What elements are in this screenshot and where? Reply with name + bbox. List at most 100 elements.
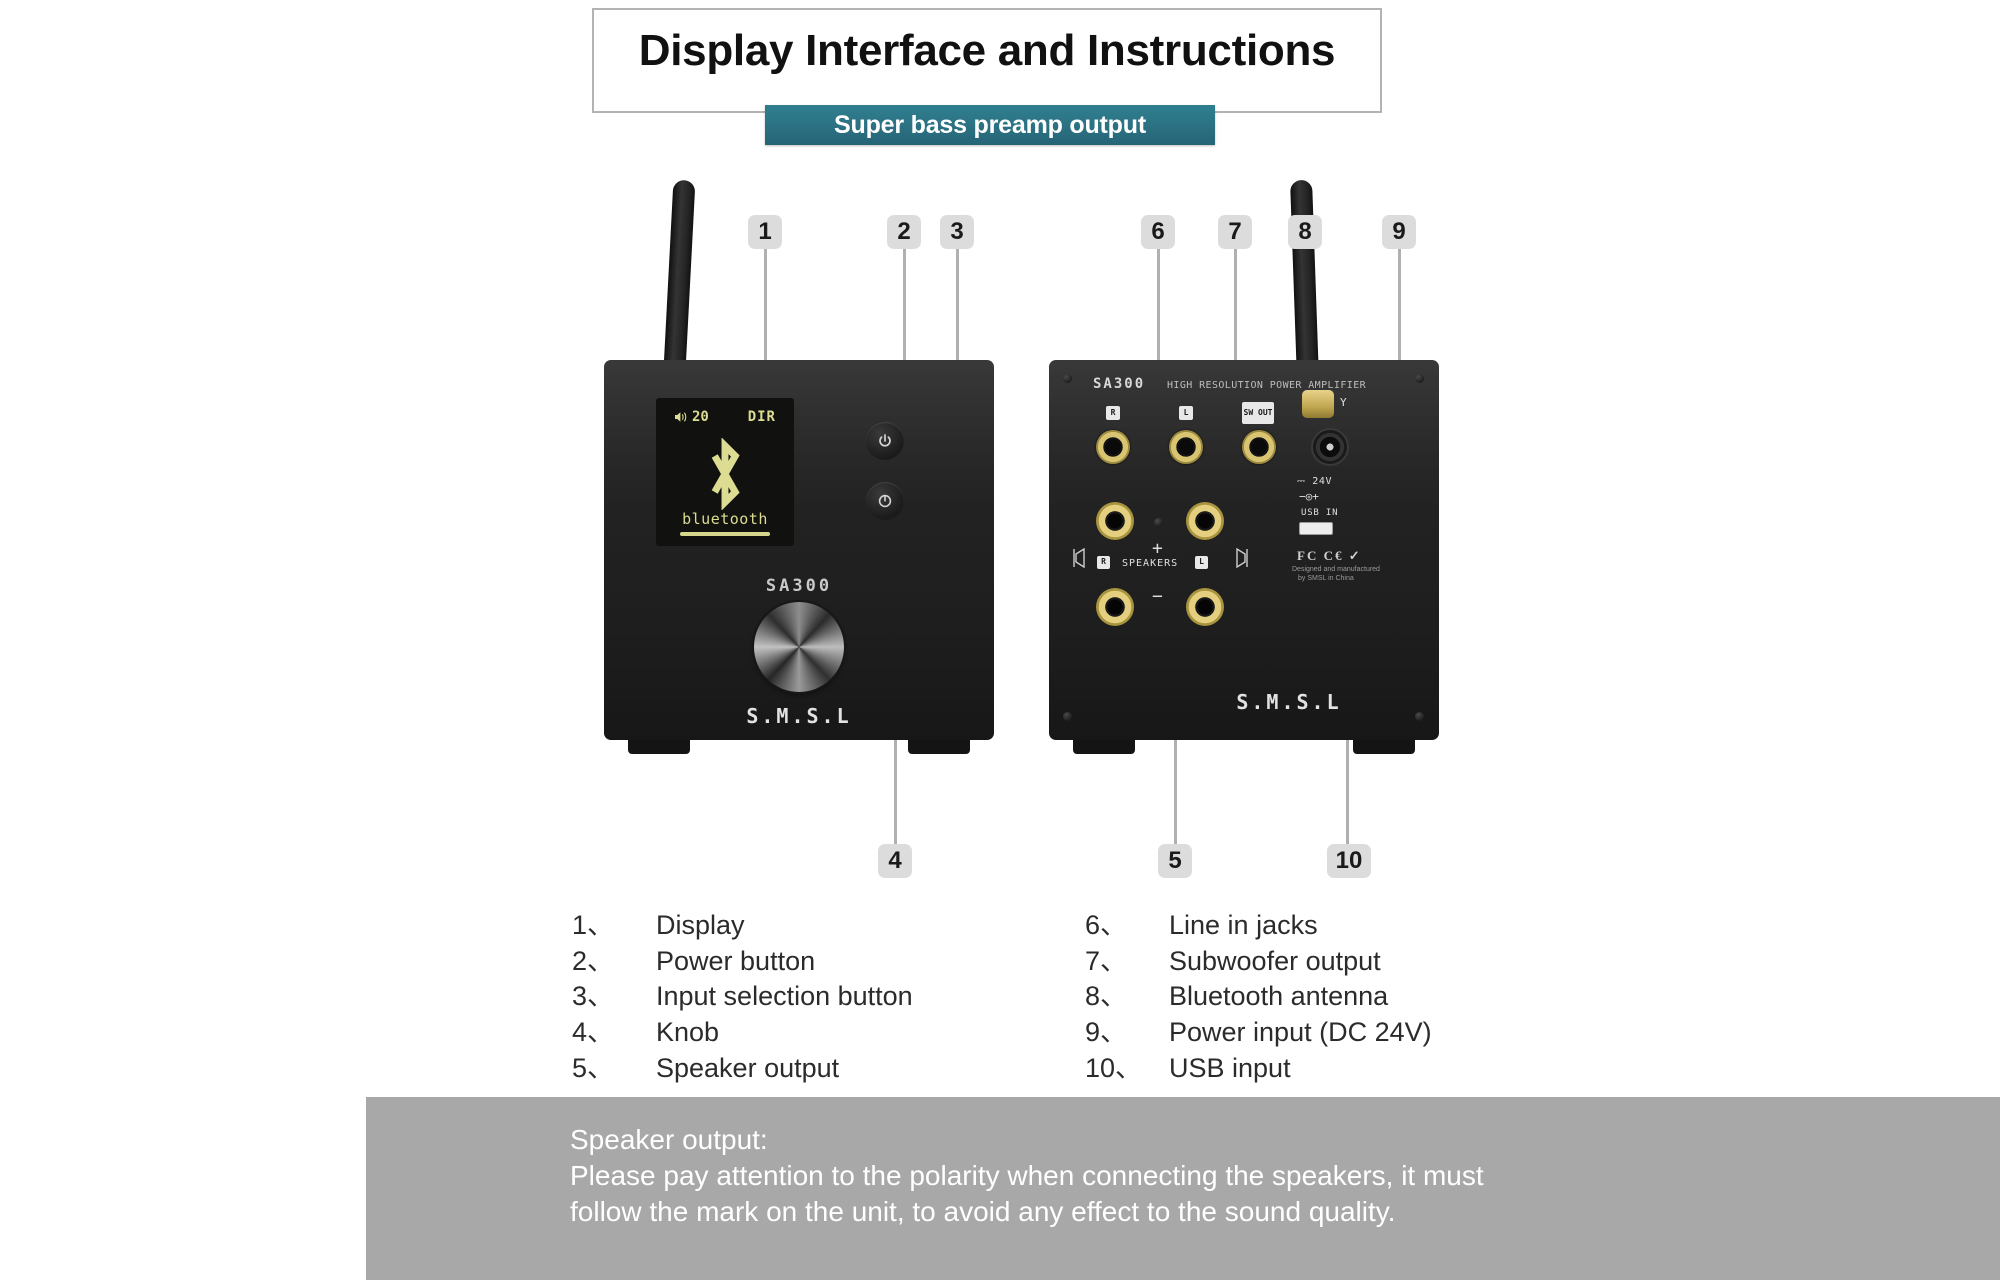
input-select-icon bbox=[878, 494, 892, 508]
legend-label-5: Speaker output bbox=[656, 1052, 840, 1083]
dc-polarity-symbol: −◎+ bbox=[1299, 490, 1319, 503]
callout-badge-9: 9 bbox=[1382, 215, 1416, 249]
rear-foot-left bbox=[1073, 740, 1135, 754]
speaker-post-left-minus[interactable] bbox=[1186, 588, 1224, 626]
rear-foot-right bbox=[1353, 740, 1415, 754]
subtitle-text: Super bass preamp output bbox=[834, 110, 1146, 139]
front-foot-left bbox=[628, 740, 690, 754]
volume-knob[interactable] bbox=[754, 602, 844, 692]
screw-top-right bbox=[1415, 374, 1424, 383]
leader-line-5 bbox=[1174, 672, 1177, 844]
legend-number-7: 7、 bbox=[1085, 945, 1128, 976]
screw-speaker-center bbox=[1154, 518, 1163, 527]
power-button[interactable] bbox=[866, 422, 904, 460]
legend-number-4: 4、 bbox=[572, 1016, 615, 1047]
display-volume-group: 20 bbox=[674, 409, 709, 425]
display-volume-value: 20 bbox=[692, 409, 709, 425]
legend-label-8: Bluetooth antenna bbox=[1169, 981, 1389, 1012]
rear-panel-unit: SA300 HIGH RESOLUTION POWER AMPLIFIER R … bbox=[1049, 360, 1439, 740]
legend-number-5: 5、 bbox=[572, 1052, 615, 1083]
legend-label-1: Display bbox=[656, 910, 745, 940]
rear-model-label: SA300 bbox=[1093, 376, 1146, 392]
speaker-glyph-left bbox=[1073, 547, 1087, 573]
callout-badge-8: 8 bbox=[1288, 215, 1322, 249]
speaker-left-cap: L bbox=[1195, 556, 1208, 569]
line-in-jack-left[interactable] bbox=[1169, 430, 1203, 464]
input-selection-button[interactable] bbox=[866, 482, 904, 520]
display-status-row: 20 DIR bbox=[656, 408, 794, 426]
line-in-left-cap: L bbox=[1179, 406, 1193, 420]
rear-description-label: HIGH RESOLUTION POWER AMPLIFIER bbox=[1167, 380, 1367, 391]
legend-item-5: 5、 Speaker output bbox=[572, 1051, 913, 1087]
speaker-post-left-plus[interactable] bbox=[1186, 502, 1224, 540]
power-input-jack[interactable] bbox=[1311, 428, 1349, 466]
legend-number-9: 9、 bbox=[1085, 1016, 1128, 1047]
dc-voltage-value: 24V bbox=[1312, 476, 1333, 487]
subwoofer-output-jack[interactable] bbox=[1242, 430, 1276, 464]
certification-marks: FC C€ ✓ bbox=[1297, 548, 1362, 563]
legend-number-1: 1、 bbox=[572, 910, 615, 940]
note-background bbox=[366, 1097, 2000, 1280]
callout-badge-7: 7 bbox=[1218, 215, 1252, 249]
legend-item-4: 4、 Knob bbox=[572, 1015, 913, 1051]
callout-badge-10: 10 bbox=[1327, 844, 1371, 878]
display-source-value: DIR bbox=[747, 409, 776, 425]
sub-out-cap: SW OUT bbox=[1242, 402, 1274, 424]
speakers-label: SPEAKERS bbox=[1122, 558, 1179, 569]
usb-input-port[interactable] bbox=[1299, 522, 1333, 535]
leader-line-4 bbox=[894, 672, 897, 844]
legend-item-6: 6、 Line in jacks bbox=[1085, 908, 1432, 944]
legend-number-10: 10、 bbox=[1085, 1052, 1143, 1083]
rear-brand-label: S.M.S.L bbox=[1236, 690, 1342, 714]
bluetooth-icon bbox=[696, 437, 754, 511]
dc-symbol: ⎓ bbox=[1297, 476, 1306, 487]
antenna-connector bbox=[1302, 390, 1334, 418]
speaker-minus-mark: − bbox=[1152, 586, 1163, 607]
screw-bottom-left bbox=[1063, 712, 1072, 721]
note-heading: Speaker output: bbox=[570, 1124, 768, 1155]
legend-item-7: 7、 Subwoofer output bbox=[1085, 944, 1432, 980]
line-in-jack-right[interactable] bbox=[1096, 430, 1130, 464]
legend-label-4: Knob bbox=[656, 1016, 720, 1047]
speaker-outline-icon bbox=[1073, 547, 1085, 569]
legend-number-3: 3、 bbox=[572, 981, 615, 1012]
speaker-plus-mark: + bbox=[1152, 538, 1163, 559]
screw-top-left bbox=[1063, 374, 1072, 383]
antenna-y-mark: Y bbox=[1340, 396, 1347, 409]
note-body: Please pay attention to the polarity whe… bbox=[570, 1159, 1484, 1227]
callout-badge-1: 1 bbox=[748, 215, 782, 249]
legend-item-1: 1、 Display bbox=[572, 908, 913, 944]
cert-note-line-2: by SMSL in China bbox=[1298, 575, 1354, 582]
note-block: Speaker output: Please pay attention to … bbox=[570, 1122, 1490, 1229]
speaker-icon bbox=[675, 412, 687, 422]
speaker-post-right-plus[interactable] bbox=[1096, 502, 1134, 540]
speaker-glyph-right bbox=[1234, 547, 1248, 573]
legend-label-6: Line in jacks bbox=[1169, 910, 1318, 940]
callout-badge-4: 4 bbox=[878, 844, 912, 878]
dc-voltage-label: ⎓ 24V bbox=[1297, 476, 1332, 487]
front-brand-label: S.M.S.L bbox=[746, 704, 852, 728]
cert-note-line-1: Designed and manufactured bbox=[1292, 566, 1380, 573]
legend-number-6: 6、 bbox=[1085, 910, 1128, 940]
front-panel-unit: 20 DIR bluetooth bbox=[604, 360, 994, 740]
legend-item-9: 9、 Power input (DC 24V) bbox=[1085, 1015, 1432, 1051]
screw-bottom-right bbox=[1415, 712, 1424, 721]
legend-label-2: Power button bbox=[656, 945, 816, 976]
title-box: Display Interface and Instructions bbox=[592, 8, 1382, 113]
leader-line-2 bbox=[903, 249, 906, 446]
page-title: Display Interface and Instructions bbox=[638, 26, 1336, 75]
line-in-right-cap: R bbox=[1106, 406, 1120, 420]
legend-label-7: Subwoofer output bbox=[1169, 945, 1381, 976]
rear-antenna bbox=[1290, 179, 1319, 381]
legend-label-9: Power input (DC 24V) bbox=[1169, 1016, 1432, 1047]
legend-item-2: 2、 Power button bbox=[572, 944, 913, 980]
legend-label-3: Input selection button bbox=[656, 981, 913, 1012]
power-icon bbox=[879, 434, 891, 447]
usb-label: USB IN bbox=[1301, 508, 1339, 518]
callout-badge-2: 2 bbox=[887, 215, 921, 249]
legend-number-8: 8、 bbox=[1085, 981, 1128, 1012]
legend-label-10: USB input bbox=[1169, 1052, 1291, 1083]
subtitle-banner: Super bass preamp output bbox=[765, 105, 1215, 145]
speaker-post-right-minus[interactable] bbox=[1096, 588, 1134, 626]
